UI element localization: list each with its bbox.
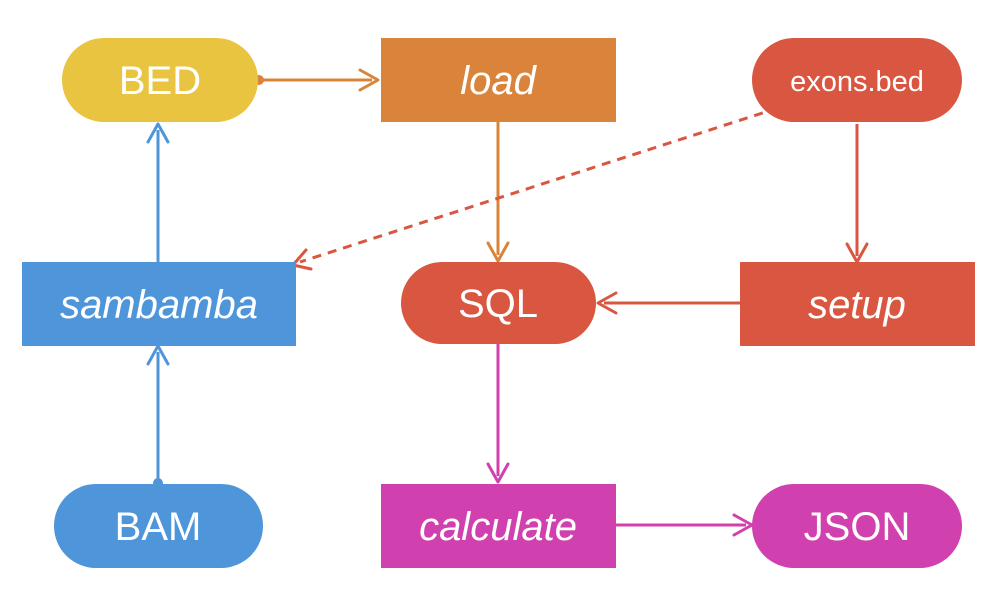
node-bed-shape (62, 38, 258, 122)
node-bam-shape (54, 484, 263, 568)
edges (146, 68, 869, 537)
node-sql-shape (401, 262, 596, 344)
node-setup-shape (740, 262, 975, 346)
edge-bed-to-load (254, 68, 380, 92)
node-sambamba-shape (22, 262, 296, 346)
node-setup-label: setup (808, 283, 906, 327)
node-sambamba[interactable]: sambamba (22, 262, 296, 346)
node-load-label: load (460, 59, 537, 103)
nodes: BED load exons.bed sambamba SQL setup BA… (22, 38, 975, 568)
node-bed-label: BED (119, 59, 201, 103)
node-exons-bed-label: exons.bed (790, 66, 924, 98)
node-load[interactable]: load (381, 38, 616, 122)
node-bam-label: BAM (115, 505, 202, 549)
node-exons-bed[interactable]: exons.bed (752, 38, 962, 122)
arrowhead (358, 68, 380, 92)
arrowhead (732, 513, 754, 537)
node-load-shape (381, 38, 616, 122)
node-json-label: JSON (804, 505, 911, 549)
arrowhead (486, 462, 510, 484)
node-json-shape (752, 484, 962, 568)
edge-line-dashed (299, 106, 779, 264)
edge-sql-to-calculate (486, 344, 510, 484)
edge-load-to-sql (486, 122, 510, 263)
edge-exons-to-sambamba (291, 106, 779, 271)
edge-calculate-to-json (616, 513, 754, 537)
node-calculate-label: calculate (419, 505, 577, 549)
arrowhead (146, 122, 170, 144)
edge-exons-to-setup (845, 124, 869, 264)
node-calculate-shape (381, 484, 616, 568)
node-sambamba-label: sambamba (60, 283, 258, 327)
node-sql-label: SQL (458, 282, 538, 326)
arrowhead (596, 291, 618, 315)
node-bed[interactable]: BED (62, 38, 258, 122)
arrowhead (486, 241, 510, 263)
node-setup[interactable]: setup (740, 262, 975, 346)
node-calculate[interactable]: calculate (381, 484, 616, 568)
node-json[interactable]: JSON (752, 484, 962, 568)
edge-sambamba-to-bed (146, 122, 170, 262)
edge-setup-to-sql (596, 291, 740, 315)
edge-bam-to-sambamba (146, 344, 170, 488)
node-bam[interactable]: BAM (54, 484, 263, 568)
node-sql[interactable]: SQL (401, 262, 596, 344)
node-exons-bed-shape (752, 38, 962, 122)
